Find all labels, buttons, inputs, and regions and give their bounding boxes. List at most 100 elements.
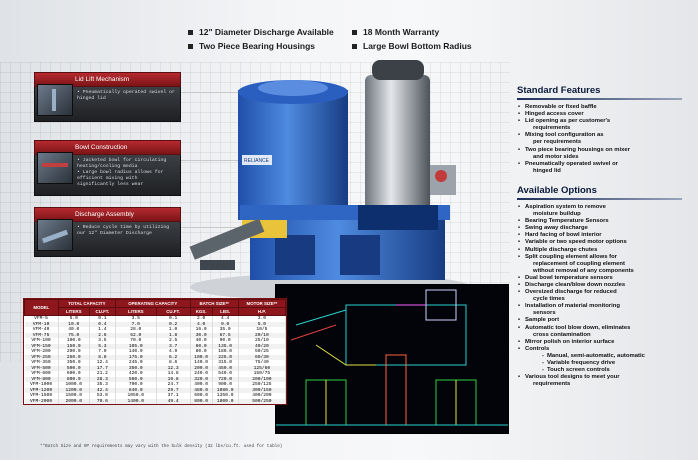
- table-cell: 1000.0: [58, 382, 90, 388]
- table-cell: 500/250: [238, 398, 287, 404]
- table-cell: 175.0: [115, 354, 157, 360]
- table-cell: 1350.0: [212, 393, 239, 399]
- table-cell: 7.0: [89, 349, 116, 355]
- table-cell: 40.0: [190, 338, 213, 344]
- table-cell: 53.0: [89, 393, 116, 399]
- table-sub-header: LITERS: [57, 307, 90, 316]
- callout-leader-line: [181, 160, 241, 161]
- table-cell: 17.7: [89, 365, 116, 371]
- table-cell: 2.0: [190, 315, 213, 322]
- table-cell: 67.5: [212, 332, 239, 338]
- callout-title: Lid Lift Mechanism: [34, 72, 181, 87]
- header-item: Large Bowl Bottom Radius: [352, 41, 472, 51]
- table-cell: VFM-1500: [24, 393, 59, 399]
- schematic-drawing: [275, 284, 509, 434]
- list-item: and motor sides: [533, 153, 579, 160]
- list-item: requirements: [533, 125, 571, 132]
- list-item: Lid opening as per customer's: [517, 118, 695, 125]
- table-cell: 500.0: [58, 365, 90, 371]
- table-cell: 100.0: [58, 338, 90, 344]
- table-cell: 9.0: [212, 321, 239, 327]
- table-group-header: MODEL: [24, 299, 59, 316]
- table-cell: 1400.0: [115, 398, 157, 404]
- table-cell: VFM-2000: [24, 398, 59, 404]
- list-item: Mixing tool configuration as: [517, 132, 695, 139]
- table-cell: 75/40: [238, 360, 287, 366]
- header-item-label: 12" Diameter Discharge Available: [199, 27, 334, 37]
- table-cell: 14.8: [156, 371, 191, 377]
- header-item-label: Two Piece Bearing Housings: [199, 41, 316, 51]
- list-item: Touch screen controls: [517, 367, 695, 374]
- list-item: Mirror polish on interior surface: [517, 339, 695, 346]
- table-cell: 250.0: [58, 354, 90, 360]
- table-cell: VFM-75: [24, 332, 59, 338]
- table-cell: 35.3: [89, 382, 116, 388]
- callout-leader-line: [181, 227, 241, 228]
- list-item: Pneumatically operated swivel or: [517, 161, 695, 168]
- table-cell: 35.0: [212, 327, 239, 333]
- table-sub-header: CU.FT.: [155, 307, 191, 316]
- list-item: Split coupling element allows for: [517, 254, 695, 261]
- table-cell: 420.0: [115, 371, 157, 377]
- table-cell: 105.0: [115, 343, 157, 349]
- list-item: moisture buildup: [533, 211, 581, 218]
- list-item: replacement of coupling element: [533, 260, 625, 267]
- available-options-title: Available Options: [517, 184, 597, 196]
- callout-text: • Reduce cycle time by utilizing: [77, 225, 170, 230]
- table-cell: 300/150: [238, 387, 287, 393]
- standard-features-list: Removable or fixed baffleHinged access c…: [517, 104, 695, 175]
- table-cell: 2.5: [156, 338, 191, 344]
- list-item: Discharge clean/blow down nozzles: [517, 282, 695, 289]
- table-cell: VFM-200: [24, 349, 59, 355]
- list-item: without removal of any components: [533, 267, 634, 274]
- table-cell: 29.7: [156, 387, 191, 393]
- header-item-label: Large Bowl Bottom Radius: [363, 41, 472, 51]
- table-sub-header: LITERS: [114, 307, 157, 316]
- section-divider: [517, 98, 682, 100]
- table-cell: 600.0: [190, 393, 213, 399]
- table-cell: 600.0: [58, 371, 90, 377]
- table-sub-header: KGS.: [189, 307, 213, 316]
- table-cell: 20/10: [238, 332, 287, 338]
- bowl-photo: [37, 152, 73, 184]
- table-cell: 140.0: [190, 360, 213, 366]
- table-cell: 125/60: [238, 365, 287, 371]
- table-cell: 60/30: [238, 354, 287, 360]
- table-cell: VFM-5: [24, 315, 59, 322]
- list-item: Hinged access cover: [517, 111, 695, 118]
- table-cell: 200/100: [238, 376, 287, 382]
- table-cell: VFM-500: [24, 365, 59, 371]
- table-cell: 150/75: [238, 371, 287, 377]
- list-item: Manual, semi-automatic, automatic: [517, 353, 695, 360]
- table-cell: 50/25: [238, 349, 287, 355]
- list-item: Sample port: [517, 317, 695, 324]
- table-cell: 21.2: [89, 371, 116, 377]
- table-cell: 40.0: [58, 327, 90, 333]
- table-cell: 49.4: [156, 398, 191, 404]
- table-cell: 0.2: [156, 321, 191, 327]
- table-cell: 1200.0: [58, 387, 90, 393]
- table-cell: 900.0: [212, 382, 239, 388]
- callout-text: efficient mixing with: [77, 176, 138, 181]
- table-cell: 480.0: [190, 387, 213, 393]
- table-cell: 8.6: [156, 360, 191, 366]
- features-column: Standard Features Removable or fixed baf…: [517, 85, 695, 388]
- table-cell: VFM-10: [24, 321, 59, 327]
- table-cell: 700.0: [115, 382, 157, 388]
- table-cell: 400.0: [190, 382, 213, 388]
- list-item: Variable or two speed motor options: [517, 239, 695, 246]
- table-cell: 4.0: [190, 321, 213, 327]
- table-cell: 240.0: [190, 371, 213, 377]
- list-item: Variable frequency drive: [517, 360, 695, 367]
- table-cell: 70.0: [115, 338, 157, 344]
- table-cell: 150.0: [58, 343, 90, 349]
- callout-title: Bowl Construction: [34, 140, 181, 155]
- table-cell: 4.9: [156, 349, 191, 355]
- list-item: hinged lid: [533, 167, 561, 174]
